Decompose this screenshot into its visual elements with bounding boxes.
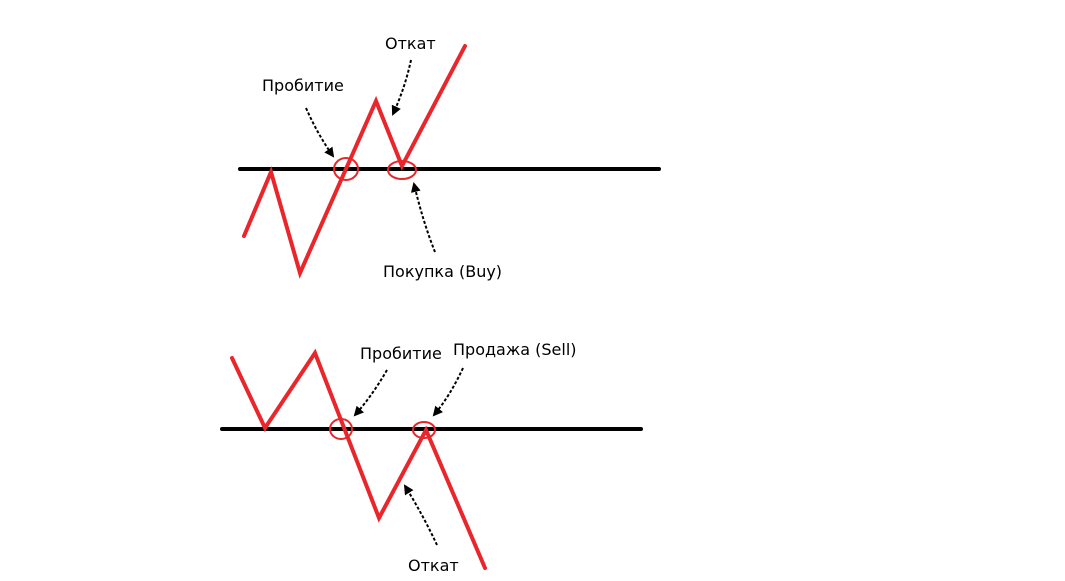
- buy-pullback-arrow: [391, 59, 412, 116]
- sell-price-line: [230, 348, 487, 570]
- sell-entry-arrow: [432, 367, 464, 417]
- buy-breakout-arrow: [305, 107, 335, 158]
- buy-price-line: [242, 44, 467, 279]
- buy-pullback-label: Откат: [385, 34, 436, 53]
- sell-diagram: Пробитие Продажа (Sell) Откат: [220, 340, 643, 575]
- buy-diagram: Пробитие Откат Покупка (Buy): [238, 34, 661, 281]
- buy-entry-arrow: [410, 182, 436, 253]
- sell-pullback-label: Откат: [408, 556, 459, 575]
- buy-breakout-label: Пробитие: [262, 76, 344, 95]
- buy-entry-circle: [387, 160, 417, 180]
- sell-breakout-arrow: [353, 369, 388, 417]
- sell-pullback-arrow: [403, 484, 438, 546]
- sell-breakout-circle: [329, 418, 353, 440]
- sell-entry-label: Продажа (Sell): [453, 340, 577, 359]
- sell-breakout-label: Пробитие: [360, 344, 442, 363]
- sell-entry-circle: [412, 421, 436, 439]
- buy-breakout-circle: [333, 157, 359, 181]
- buy-entry-label: Покупка (Buy): [383, 262, 502, 281]
